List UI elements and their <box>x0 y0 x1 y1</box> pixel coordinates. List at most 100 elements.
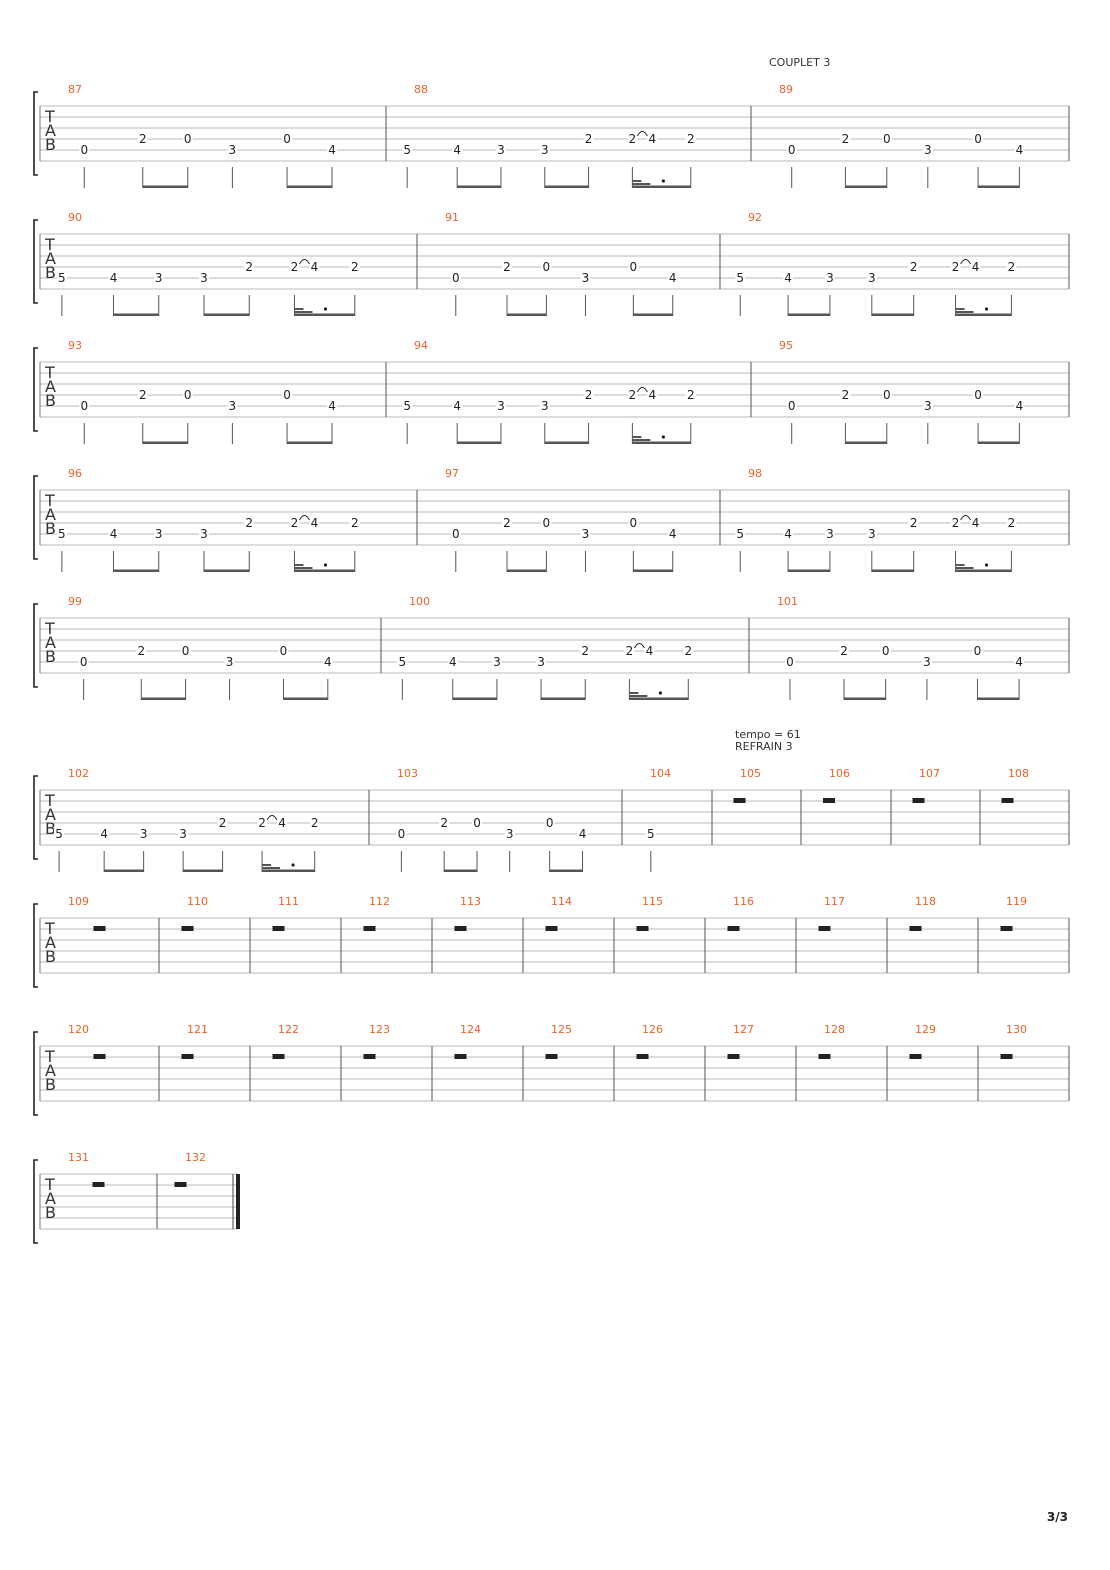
measure-number: 122 <box>278 1023 299 1036</box>
fret-mask <box>178 828 189 840</box>
fret-number: 4 <box>972 260 980 274</box>
tab-clef-letter: A <box>45 249 56 268</box>
fret-number: 3 <box>582 527 590 541</box>
page-number: 3/3 <box>1046 1510 1068 1524</box>
fret-number: 3 <box>155 527 163 541</box>
measure-number: 124 <box>460 1023 481 1036</box>
tab-clef-letter: A <box>45 1061 56 1080</box>
fret-mask <box>439 817 450 829</box>
dot <box>658 691 663 695</box>
measure-number: 118 <box>915 895 936 908</box>
fret-mask <box>880 645 891 657</box>
whole-rest <box>636 1054 649 1059</box>
fret-number: 0 <box>452 271 460 285</box>
fret-mask <box>580 272 591 284</box>
fret-number: 0 <box>80 143 88 157</box>
beam-16th <box>629 695 648 697</box>
measure-number: 88 <box>414 83 428 96</box>
measure-number: 104 <box>650 767 671 780</box>
fret-mask <box>282 133 293 145</box>
beam <box>457 185 501 188</box>
beam <box>978 185 1020 188</box>
system-bracket <box>33 91 38 176</box>
fret-mask <box>973 133 984 145</box>
beam <box>633 569 673 572</box>
beam <box>633 313 673 316</box>
dot <box>984 563 989 567</box>
beam <box>287 441 333 444</box>
fret-mask <box>1006 517 1017 529</box>
fret-number: 3 <box>868 527 876 541</box>
fret-number: 3 <box>506 827 514 841</box>
whole-rest <box>181 926 194 931</box>
tab-clef-letter: B <box>45 391 56 410</box>
dot <box>661 179 665 183</box>
fret-mask <box>908 261 919 273</box>
fret-mask <box>972 645 983 657</box>
fret-number: 4 <box>110 527 118 541</box>
fret-number: 3 <box>179 827 187 841</box>
dot <box>984 307 989 311</box>
fret-mask <box>198 528 209 540</box>
fret-number: 0 <box>786 655 794 669</box>
fret-mask <box>735 272 746 284</box>
beam <box>871 569 914 572</box>
fret-number: 0 <box>630 260 638 274</box>
fret-number: 2 <box>687 388 695 402</box>
fret-number: 2 <box>311 816 319 830</box>
fret-number: 3 <box>226 655 234 669</box>
fret-mask <box>137 389 148 401</box>
fret-mask <box>501 517 512 529</box>
fret-number: 2 <box>139 388 147 402</box>
tab-clef-letter: B <box>45 519 56 538</box>
beam <box>632 441 691 444</box>
fret-number: 0 <box>184 132 192 146</box>
fret-mask <box>309 517 320 529</box>
fret-mask <box>227 400 238 412</box>
fret-mask <box>472 817 483 829</box>
fret-number: 5 <box>58 271 66 285</box>
fret-number: 5 <box>647 827 655 841</box>
tab-clef-letter: A <box>45 1189 56 1208</box>
system-bracket <box>33 603 38 688</box>
tab-clef-letter: T <box>44 107 55 126</box>
fret-mask <box>784 656 795 668</box>
fret-mask <box>452 144 463 156</box>
fret-number: 3 <box>924 143 932 157</box>
fret-mask <box>950 261 961 273</box>
fret-mask <box>278 645 289 657</box>
whole-rest <box>636 926 649 931</box>
beam <box>141 697 186 700</box>
fret-number: 2 <box>581 644 589 658</box>
fret-number: 2 <box>503 260 511 274</box>
slur-arc <box>960 259 972 265</box>
fret-mask <box>970 517 981 529</box>
slur-arc <box>266 815 278 821</box>
beam <box>283 697 328 700</box>
fret-number: 4 <box>972 516 980 530</box>
fret-number: 4 <box>110 271 118 285</box>
tab-clef-letter: B <box>45 647 56 666</box>
fret-mask <box>397 656 408 668</box>
fret-mask <box>78 656 89 668</box>
system-bracket <box>33 1159 38 1244</box>
fret-mask <box>544 817 555 829</box>
whole-rest <box>174 1182 187 1187</box>
whole-rest <box>818 1054 831 1059</box>
beam <box>287 185 333 188</box>
system-bracket <box>33 347 38 432</box>
whole-rest <box>1001 798 1014 803</box>
fret-number: 0 <box>283 132 291 146</box>
beam-16th <box>262 867 281 869</box>
fret-number: 4 <box>328 399 336 413</box>
fret-number: 2 <box>842 132 850 146</box>
fret-number: 5 <box>55 827 63 841</box>
fret-mask <box>539 144 550 156</box>
fret-mask <box>667 272 678 284</box>
fret-mask <box>277 817 288 829</box>
fret-mask <box>309 817 320 829</box>
fret-number: 2 <box>952 260 960 274</box>
fret-number: 3 <box>923 655 931 669</box>
measure-number: 92 <box>748 211 762 224</box>
fret-number: 4 <box>324 655 332 669</box>
